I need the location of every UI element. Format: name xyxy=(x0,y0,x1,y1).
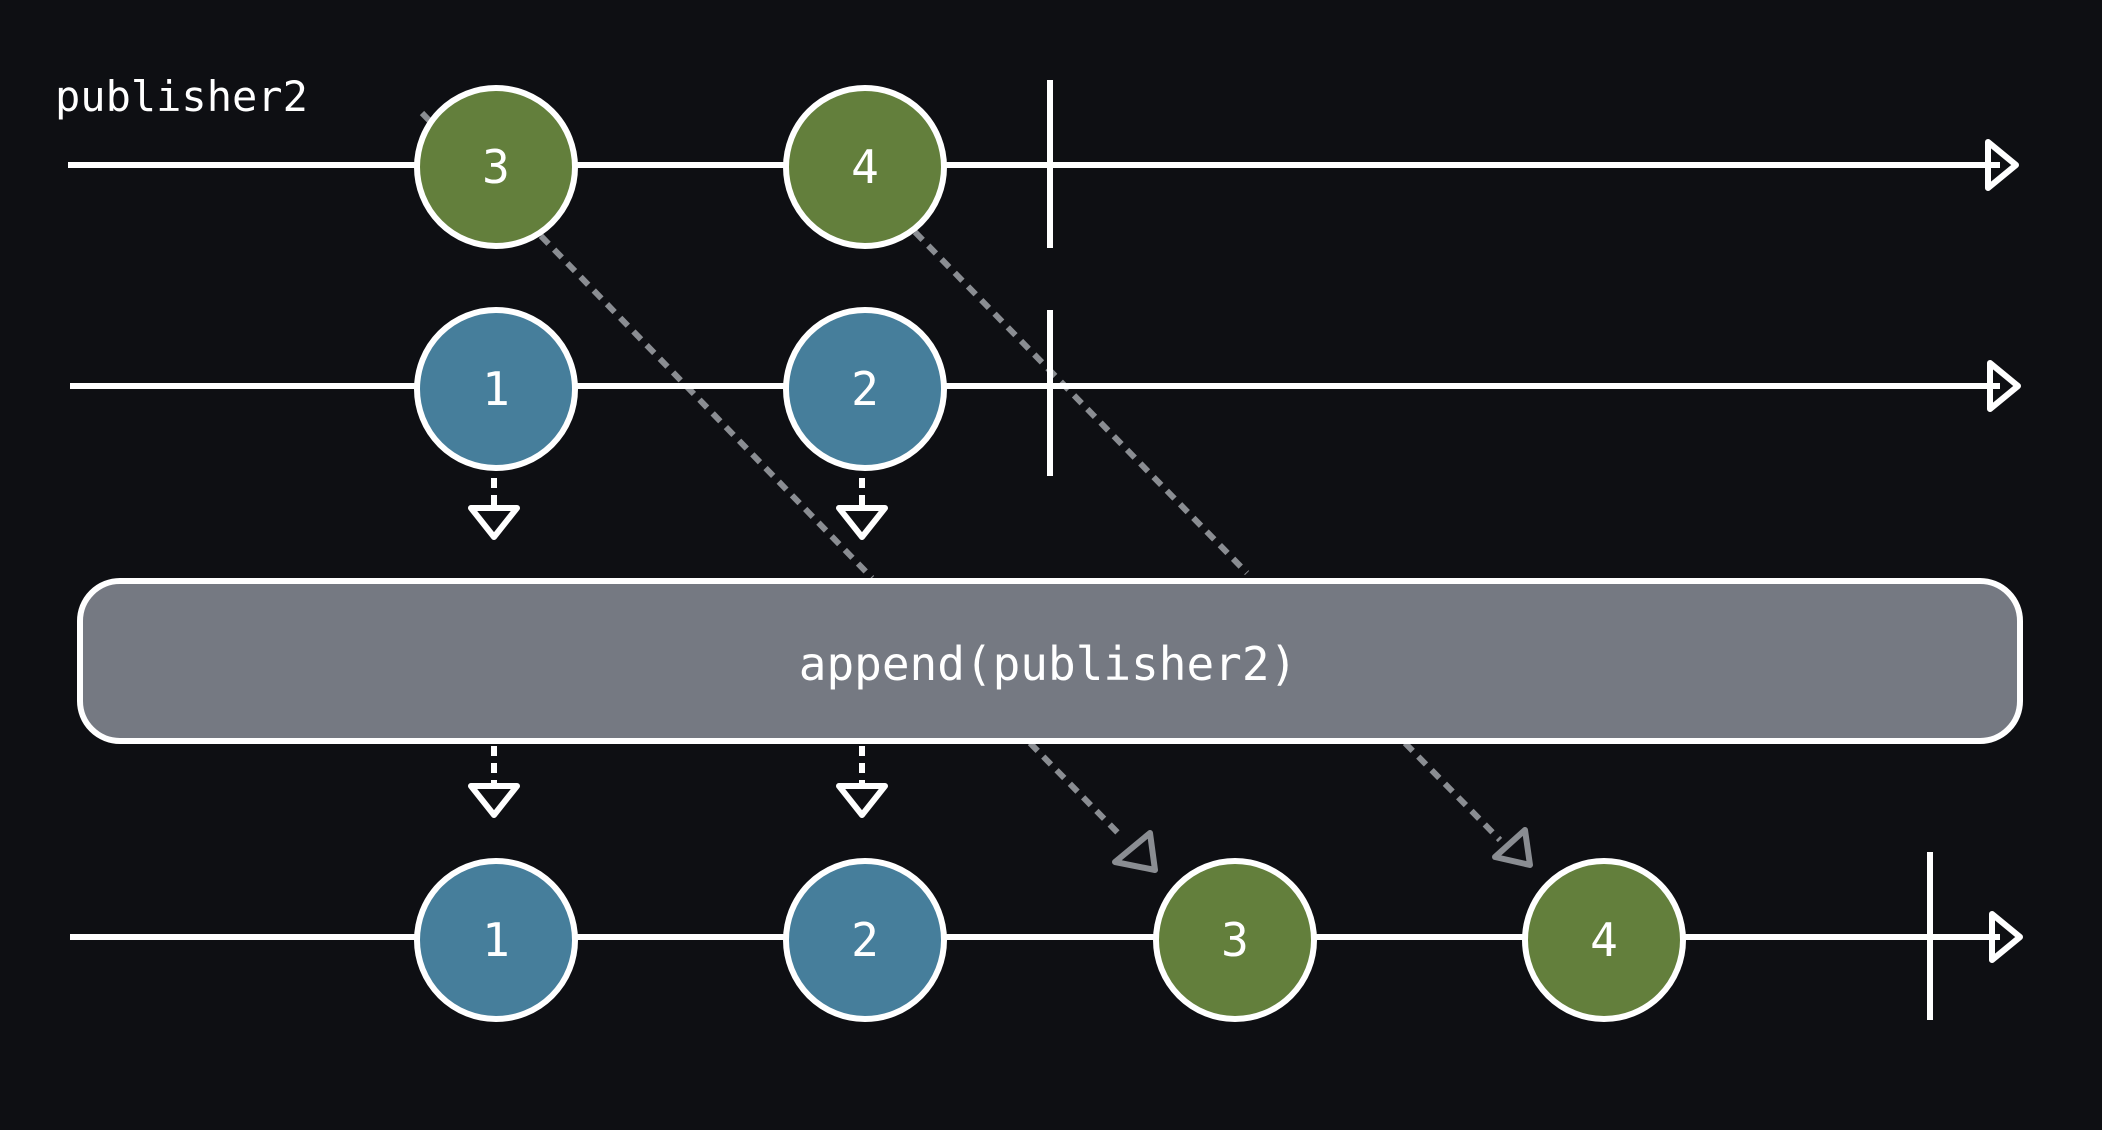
publisher2-forward-arrows xyxy=(419,110,1533,873)
marble-value: 1 xyxy=(482,913,510,967)
timeline-arrowhead xyxy=(1987,360,2021,412)
marble-value: 4 xyxy=(851,140,879,194)
marble-output-2: 2 xyxy=(783,858,947,1022)
marble-publisher1-1: 1 xyxy=(414,307,578,471)
timeline-arrowhead xyxy=(1985,139,2019,191)
timeline-arrowhead xyxy=(1989,911,2023,963)
marble-publisher2-3: 3 xyxy=(414,85,578,249)
forward-arrow-4-upper xyxy=(912,229,1250,576)
output-timeline xyxy=(70,852,2023,1020)
forward-arrow-3-lower xyxy=(1027,740,1123,838)
marble-output-1: 1 xyxy=(414,858,578,1022)
operator-label: append(publisher2) xyxy=(799,637,1298,691)
input-arrowhead-2 xyxy=(836,505,888,540)
marble-output-4: 4 xyxy=(1522,858,1686,1022)
forward-arrow-3-upper xyxy=(419,110,875,581)
marble-publisher2-4: 4 xyxy=(783,85,947,249)
marble-value: 3 xyxy=(482,140,510,194)
marble-value: 2 xyxy=(851,913,879,967)
forward-arrowhead-3 xyxy=(1112,830,1158,873)
output-arrowhead-1 xyxy=(468,783,520,818)
marble-value: 3 xyxy=(1221,913,1249,967)
output-arrows xyxy=(468,746,888,818)
forward-arrowhead-4 xyxy=(1492,827,1533,868)
publisher2-label: publisher2 xyxy=(55,72,308,121)
input-arrowhead-1 xyxy=(468,505,520,540)
publisher1-timeline xyxy=(70,310,2021,476)
output-arrowhead-2 xyxy=(836,783,888,818)
marble-value: 1 xyxy=(482,362,510,416)
publisher2-timeline xyxy=(68,80,2019,248)
input-arrows xyxy=(468,478,888,540)
marble-value: 4 xyxy=(1590,913,1618,967)
marble-value: 2 xyxy=(851,362,879,416)
operator-box: append(publisher2) xyxy=(77,578,2023,744)
forward-arrow-4-lower xyxy=(1402,740,1503,843)
marble-publisher1-2: 2 xyxy=(783,307,947,471)
marble-output-3: 3 xyxy=(1153,858,1317,1022)
